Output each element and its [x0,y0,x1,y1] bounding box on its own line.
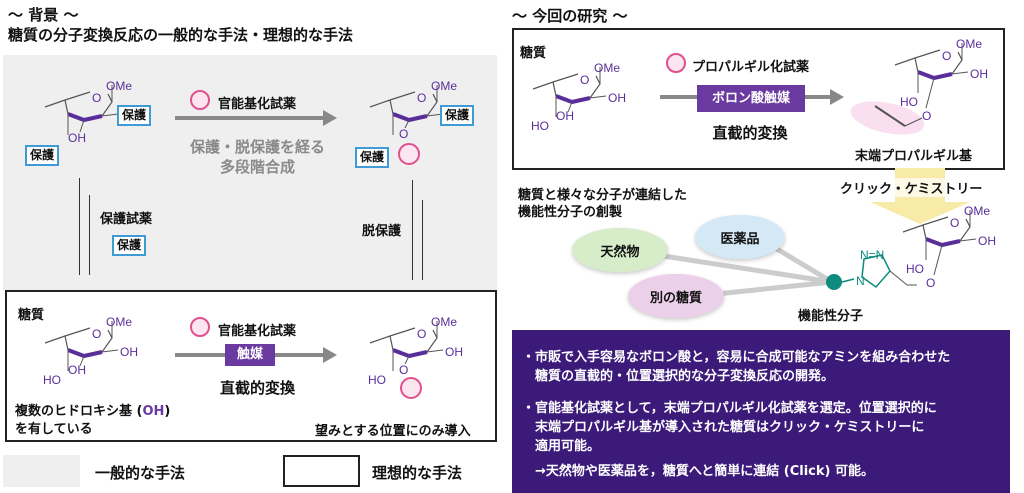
catalyst-badge: 触媒 [225,344,275,366]
functional-group-circle-icon [398,143,420,165]
result-label: 望みとする位置にのみ導入 [315,424,471,439]
deprotect-label: 脱保護 [362,224,402,239]
svg-text:OH: OH [120,345,138,359]
summary-line: ・官能基化試薬として，末端プロパルギル化試薬を選定。位置選択的に [522,401,937,416]
direct-transformation-label: 直截的変換 [219,379,295,397]
reaction-arrow [175,110,337,126]
reagent-circle-icon [666,53,686,73]
reagent-label: 官能基化試薬 [218,324,297,339]
multistep-label-2: 多段階合成 [219,158,295,176]
svg-text:O: O [417,327,426,341]
terminal-propargyl-label: 末端プロパルギル基 [855,149,973,164]
svg-text:OMe: OMe [431,80,457,93]
svg-text:OMe: OMe [431,316,457,329]
svg-text:OH: OH [608,91,626,105]
general-method-panel [3,55,497,290]
hydroxy-note: 複数のヒドロキシ基 (OH) [15,404,171,419]
svg-text:N=N: N=N [860,248,884,262]
svg-text:O: O [399,363,408,377]
research-panel [512,28,1005,170]
summary-line: →天然物や医薬品を，糖質へと簡単に連結 (Click) 可能。 [522,464,874,479]
propargylation-reagent-label: プロパルギル化試薬 [692,60,810,75]
down-arrow [422,200,423,280]
up-arrow [89,195,90,275]
goal-label-2: 機能性分子の創製 [518,205,623,220]
protect-tag: 保護 [117,105,152,126]
svg-text:OMe: OMe [594,62,620,75]
legend-ideal-swatch [283,455,360,487]
svg-text:OMe: OMe [956,38,982,51]
svg-text:O: O [926,276,935,290]
protect-tag: 保護 [25,145,60,166]
summary-line: ・市販で入手容易なボロン酸と，容易に合成可能なアミンを組み合わせた [522,350,951,365]
svg-text:HO: HO [43,373,61,387]
protect-tag: 保護 [355,147,390,168]
svg-text:O: O [399,127,408,141]
svg-text:HO: HO [368,373,386,387]
direct-transformation-label: 直截的変換 [712,124,788,142]
reagent-circle-icon [190,90,210,110]
svg-text:OH: OH [68,131,86,145]
svg-text:O: O [92,327,101,341]
protect-reagent-label: 保護試薬 [100,212,153,227]
summary-line: 末端プロパルギル基が導入された糖質はクリック・ケミストリーに [522,420,925,435]
protect-tag: 保護 [112,235,147,256]
svg-text:O: O [950,216,959,230]
svg-text:HO: HO [531,119,549,133]
svg-text:OH: OH [970,67,988,81]
svg-text:O: O [92,91,101,105]
svg-text:O: O [942,49,951,63]
linker-lines: N N=N [656,240,917,298]
svg-text:O: O [580,73,589,87]
svg-text:HO: HO [900,95,918,109]
svg-text:OH: OH [978,234,996,248]
ideal-method-panel [5,290,497,442]
svg-text:OH: OH [556,109,574,123]
functional-molecule-label: 機能性分子 [798,309,864,324]
natural-product-node: 天然物 [572,228,668,272]
svg-text:O: O [417,91,426,105]
legend-ideal-label: 理想的な手法 [372,464,463,482]
reagent-label: 官能基化試薬 [218,97,297,112]
legend-general-swatch [3,455,80,487]
svg-text:HO: HO [906,262,924,276]
sugar-label: 糖質 [520,46,547,61]
multistep-label-1: 保護・脱保護を経る [189,138,325,156]
summary-line: 糖質の直截的・位置選択的な分子変換反応の開発。 [522,369,835,384]
svg-text:OH: OH [68,363,86,377]
svg-text:OMe: OMe [964,205,990,218]
svg-text:OH: OH [445,345,463,359]
functional-group-circle-icon [400,377,422,399]
svg-text:N: N [856,274,865,288]
sugar-label: 糖質 [18,308,45,323]
reagent-circle-icon [190,317,210,337]
boronic-acid-catalyst-badge: ボロン酸触媒 [697,85,805,112]
background-heading: 〜 背景 〜 [8,6,79,24]
research-heading: 〜 今回の研究 〜 [512,7,628,25]
protect-tag: 保護 [440,105,475,126]
legend-general-label: 一般的な手法 [95,464,186,482]
down-arrow [412,180,413,280]
svg-text:OMe: OMe [106,80,132,93]
background-subheading: 糖質の分子変換反応の一般的な手法・理想的な手法 [8,26,354,44]
drug-node: 医薬品 [695,215,785,259]
goal-label-1: 糖質と様々な分子が連結した [518,188,688,203]
svg-text:O: O [922,109,931,123]
hydroxy-note-2: を有している [15,422,93,437]
click-chemistry-label: クリック・ケミストリー [840,178,983,197]
summary-line: 適用可能。 [522,439,601,454]
svg-text:OMe: OMe [106,316,132,329]
up-arrow [79,178,80,275]
other-sugar-node: 別の糖質 [628,274,724,318]
summary-panel: ・市販で入手容易なボロン酸と，容易に合成可能なアミンを組み合わせた 糖質の直截的… [512,330,1010,493]
